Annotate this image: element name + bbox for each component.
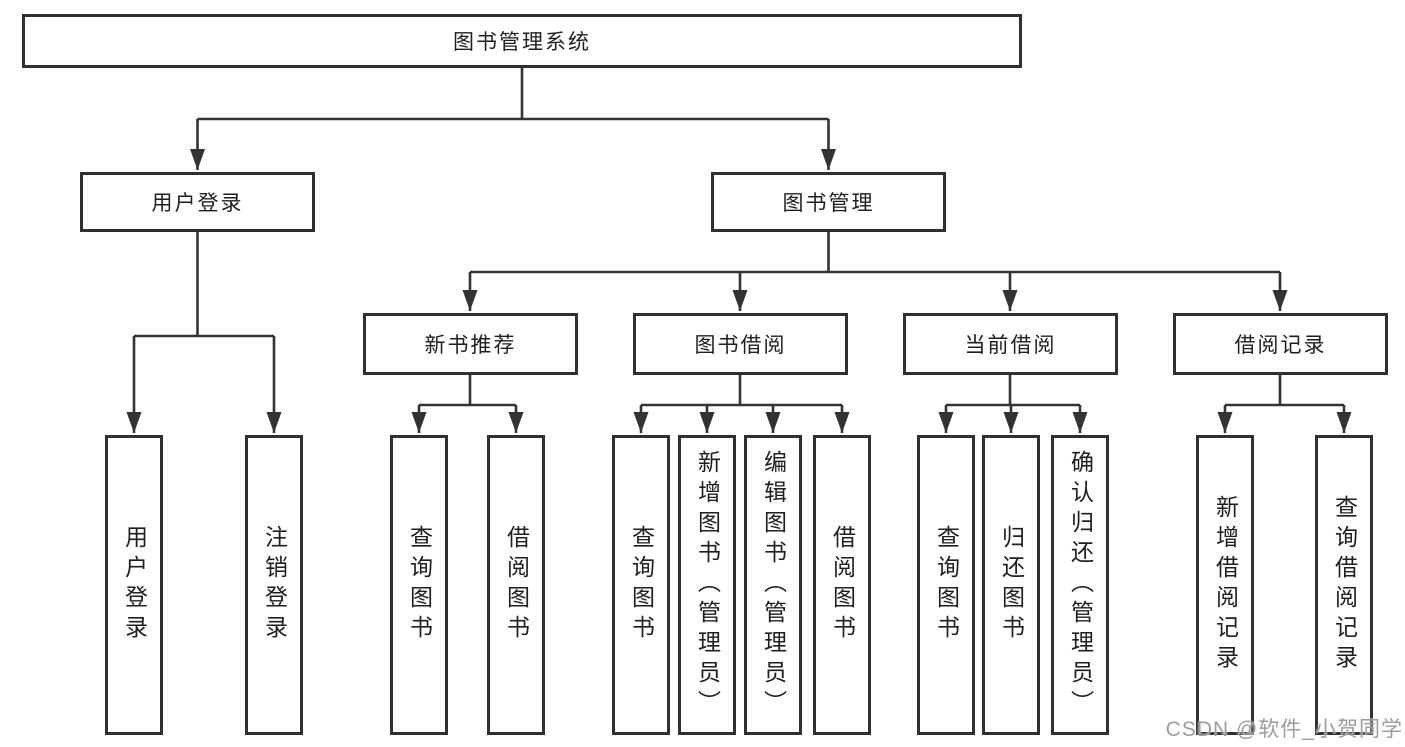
node-borrow-records: 借阅记录 [1173, 313, 1388, 375]
leaf-user-login-label: 用户登录 [121, 525, 148, 645]
leaf-recommend-query-books: 查询图书 [390, 435, 448, 735]
leaf-borrow-borrow-books: 借阅图书 [813, 435, 871, 735]
leaf-borrow-edit-books-admin-label: 编辑图书（管理员） [760, 450, 787, 720]
node-user-login: 用户登录 [80, 172, 315, 232]
node-current-borrow-label: 当前借阅 [964, 334, 1057, 357]
leaf-borrow-add-books-admin-label: 新增图书（管理员） [694, 450, 721, 720]
leaf-borrow-add-books-admin: 新增图书（管理员） [678, 435, 736, 735]
leaf-current-confirm-return-admin-label: 确认归还（管理员） [1067, 450, 1094, 720]
node-new-book-recommend: 新书推荐 [363, 313, 578, 375]
leaf-records-query-record: 查询借阅记录 [1315, 435, 1373, 735]
leaf-recommend-query-books-label: 查询图书 [406, 525, 433, 645]
leaf-recommend-borrow-books: 借阅图书 [487, 435, 545, 735]
leaf-records-query-record-label: 查询借阅记录 [1331, 495, 1358, 675]
csdn-watermark: CSDN @软件_小贺同学 [1165, 718, 1403, 741]
leaf-logout: 注销登录 [245, 435, 303, 735]
leaf-borrow-query-books-label: 查询图书 [628, 525, 655, 645]
node-new-book-recommend-label: 新书推荐 [424, 334, 517, 357]
node-library-system-label: 图书管理系统 [453, 31, 591, 54]
leaf-user-login: 用户登录 [105, 435, 163, 735]
leaf-records-add-record: 新增借阅记录 [1196, 435, 1254, 735]
leaf-borrow-borrow-books-label: 借阅图书 [829, 525, 856, 645]
leaf-current-query-books: 查询图书 [917, 435, 975, 735]
node-user-login-label: 用户登录 [151, 192, 244, 215]
leaf-records-add-record-label: 新增借阅记录 [1212, 495, 1239, 675]
leaf-borrow-query-books: 查询图书 [612, 435, 670, 735]
node-library-system: 图书管理系统 [22, 14, 1022, 68]
leaf-current-query-books-label: 查询图书 [933, 525, 960, 645]
node-book-management: 图书管理 [711, 172, 946, 232]
node-book-borrow-label: 图书借阅 [694, 334, 787, 357]
node-current-borrow: 当前借阅 [903, 313, 1118, 375]
node-book-borrow: 图书借阅 [633, 313, 848, 375]
node-book-management-label: 图书管理 [782, 192, 875, 215]
leaf-current-return-books-label: 归还图书 [998, 525, 1025, 645]
leaf-current-confirm-return-admin: 确认归还（管理员） [1051, 435, 1109, 735]
leaf-current-return-books: 归还图书 [982, 435, 1040, 735]
leaf-borrow-edit-books-admin: 编辑图书（管理员） [744, 435, 802, 735]
node-borrow-records-label: 借阅记录 [1234, 334, 1327, 357]
leaf-recommend-borrow-books-label: 借阅图书 [503, 525, 530, 645]
leaf-logout-label: 注销登录 [261, 525, 288, 645]
